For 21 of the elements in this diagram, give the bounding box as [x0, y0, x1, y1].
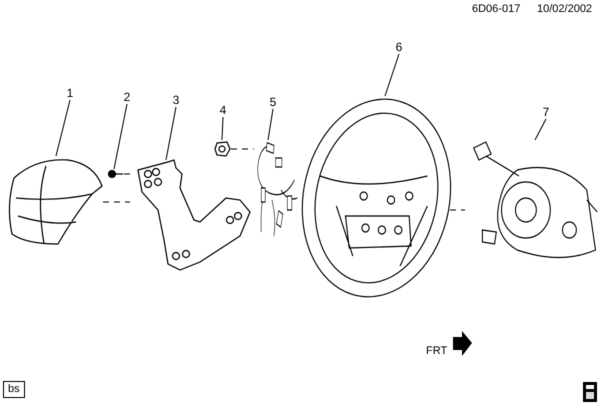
code-label: bs: [3, 381, 25, 398]
leader-line: [384, 54, 400, 96]
callout-number: 2: [121, 90, 133, 104]
callout-number: 4: [217, 103, 229, 117]
leader-line: [56, 100, 70, 156]
leader-line: [166, 106, 176, 160]
centerline: [230, 148, 254, 150]
callout-number: 3: [170, 93, 182, 107]
part-drawing: [214, 140, 231, 157]
part-drawing: [108, 169, 124, 179]
callout-number: 6: [393, 40, 405, 54]
leader-line: [114, 104, 128, 170]
leader-line: [534, 118, 546, 140]
callout-number: 5: [267, 95, 279, 109]
leader-line: [222, 116, 224, 140]
leader-line: [268, 108, 274, 140]
date-label: 10/02/2002: [537, 3, 592, 16]
callout-number: 7: [540, 105, 552, 119]
callout-number: 1: [64, 86, 76, 100]
drawing-number: 6D06-017: [472, 3, 520, 16]
direction-label: FRT: [426, 345, 448, 358]
